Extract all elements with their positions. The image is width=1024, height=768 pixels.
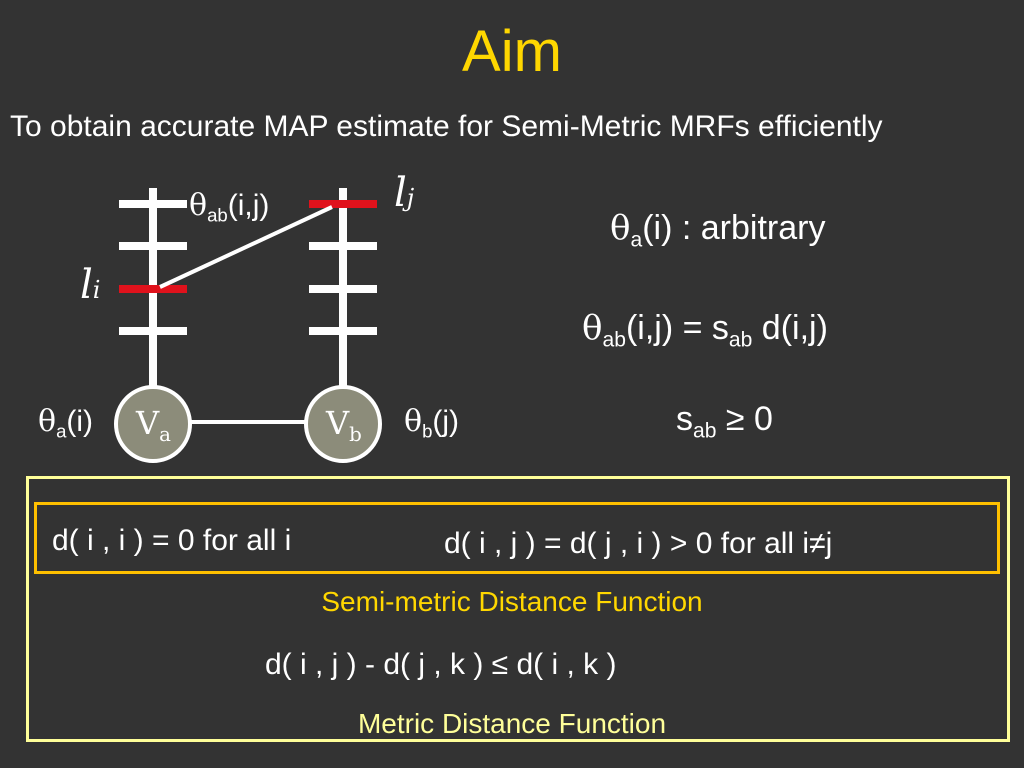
pairwise-label-line [159, 205, 333, 289]
metric-label: Metric Distance Function [357, 708, 667, 739]
triangle-inequality: d( i , j ) - d( j , k ) ≤ d( i , k ) [265, 648, 617, 681]
slide-subtitle: To obtain accurate MAP estimate for Semi… [10, 110, 883, 143]
weight-constraint: sab ≥ 0 [676, 400, 773, 443]
node-a-circle [114, 385, 192, 463]
semi-metric-label: Semi-metric Distance Function [321, 586, 703, 617]
node-a-label: Va [136, 404, 171, 446]
node-b-label: Vb [326, 404, 362, 446]
node-b-circle [304, 385, 382, 463]
symmetry-condition: d( i , j ) = d( j , i ) > 0 for all i≠j [444, 527, 833, 560]
metric-box [26, 476, 1010, 742]
theta-a-label: θa(i) [38, 404, 94, 442]
unary-equation: θa(i) : arbitrary [610, 208, 826, 252]
theta-b-label: θb(j) [404, 404, 460, 442]
label-i: li [80, 262, 101, 308]
slide-title: Aim [462, 19, 562, 84]
theta-ab-label: θab(i,j) [189, 188, 270, 226]
semi-metric-box [34, 502, 1000, 574]
identity-condition: d( i , i ) = 0 for all i [52, 524, 292, 557]
pairwise-equation: θab(i,j) = sab d(i,j) [582, 308, 828, 352]
label-j: lj [394, 170, 415, 216]
